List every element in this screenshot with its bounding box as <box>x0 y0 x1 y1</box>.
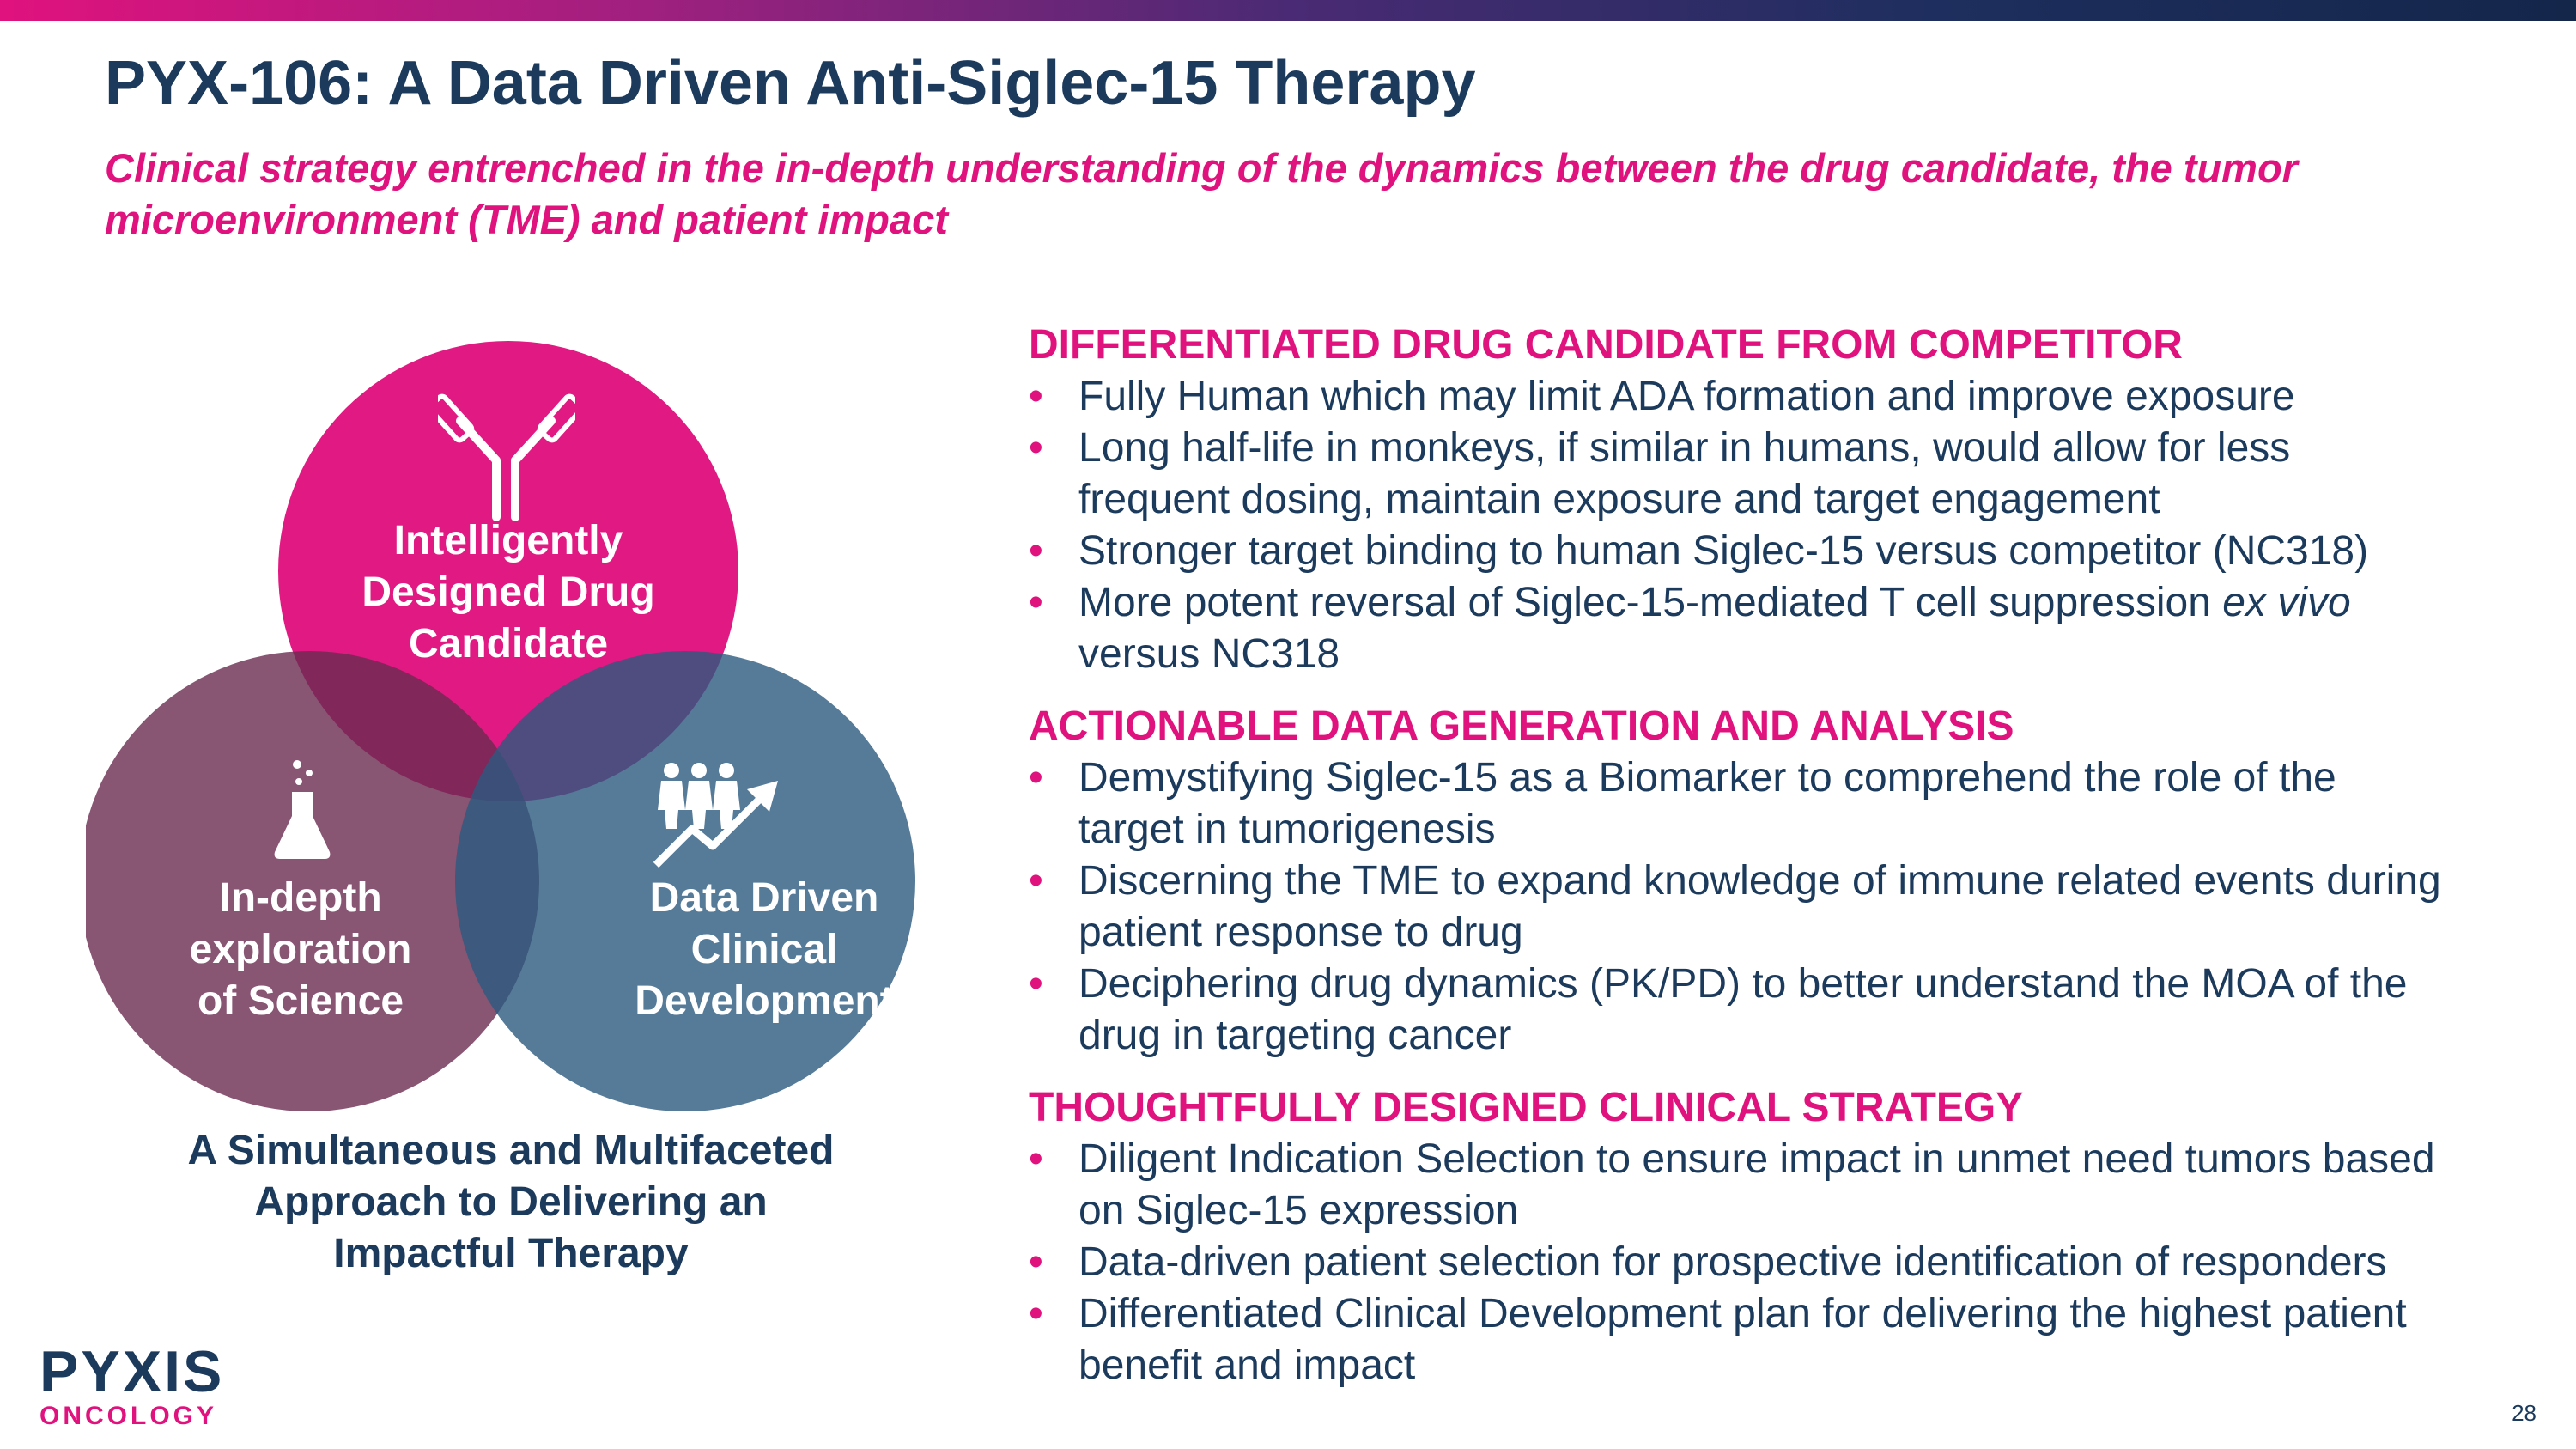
bullet-dot: • <box>1029 1291 1043 1336</box>
bullet-text: frequent dosing, maintain exposure and t… <box>1078 477 2160 522</box>
bullet-item: • Data-driven patient selection for pros… <box>1029 1237 2540 1288</box>
bullet-dot: • <box>1029 1239 1043 1285</box>
flask-icon <box>274 760 331 859</box>
venn-diagram: Intelligently Designed Drug Candidate In… <box>86 326 945 1134</box>
bullet-item: • Long half-life in monkeys, if similar … <box>1029 423 2540 526</box>
bullet-dot: • <box>1029 961 1043 1007</box>
venn-circle-right <box>455 651 915 1111</box>
section-heading: DIFFERENTIATED DRUG CANDIDATE FROM COMPE… <box>1029 322 2183 368</box>
bullet-text: Differentiated Clinical Development plan… <box>1078 1291 2407 1336</box>
venn-label-left: In-depth exploration of Science <box>189 875 412 1024</box>
pyxis-oncology-logo: PYXIS ONCOLOGY <box>39 1342 224 1431</box>
bullet-text: target in tumorigenesis <box>1078 807 1496 852</box>
bullet-text: drug in targeting cancer <box>1078 1013 1512 1058</box>
top-gradient-band <box>0 0 2576 21</box>
venn-label-top: Intelligently Designed Drug Candidate <box>361 518 655 667</box>
bullet-dot: • <box>1029 425 1043 471</box>
bullet-text: Deciphering drug dynamics (PK/PD) to bet… <box>1078 961 2408 1007</box>
bullet-dot: • <box>1029 1136 1043 1182</box>
bullet-text: More potent reversal of Siglec-15-mediat… <box>1078 580 2351 625</box>
bullet-item: • Stronger target binding to human Sigle… <box>1029 526 2540 577</box>
section-clinical-strategy: THOUGHTFULLY DESIGNED CLINICAL STRATEGY … <box>1029 1082 2540 1391</box>
bullet-text: Demystifying Siglec-15 as a Biomarker to… <box>1078 755 2336 801</box>
bullet-item: • Fully Human which may limit ADA format… <box>1029 371 2540 423</box>
bullet-text: Fully Human which may limit ADA formatio… <box>1078 374 2295 419</box>
section-heading: THOUGHTFULLY DESIGNED CLINICAL STRATEGY <box>1029 1085 2024 1130</box>
page-number: 28 <box>2512 1400 2537 1426</box>
antibody-icon <box>438 393 575 521</box>
section-actionable-data: ACTIONABLE DATA GENERATION AND ANALYSIS … <box>1029 701 2540 1062</box>
bullet-item: • More potent reversal of Siglec-15-medi… <box>1029 577 2540 680</box>
logo-subtitle: ONCOLOGY <box>39 1402 218 1430</box>
bullet-text: versus NC318 <box>1078 631 1340 677</box>
bullet-item: • Diligent Indication Selection to ensur… <box>1029 1134 2540 1237</box>
page-title: PYX-106: A Data Driven Anti-Siglec-15 Th… <box>105 49 1476 118</box>
venn-label-right: Data Driven Clinical Development <box>635 875 894 1024</box>
logo-wordmark: PYXIS <box>39 1339 225 1404</box>
bullet-text: Data-driven patient selection for prospe… <box>1078 1239 2387 1285</box>
page-subtitle: Clinical strategy entrenched in the in-d… <box>105 145 2298 242</box>
bullet-dot: • <box>1029 580 1043 625</box>
bullet-dot: • <box>1029 528 1043 574</box>
bullet-text: Stronger target binding to human Siglec-… <box>1078 528 2369 574</box>
bullet-item: • Discerning the TME to expand knowledge… <box>1029 855 2540 959</box>
bullet-item: • Differentiated Clinical Development pl… <box>1029 1288 2540 1391</box>
people-growth-icon <box>653 763 778 868</box>
section-heading: ACTIONABLE DATA GENERATION AND ANALYSIS <box>1029 703 2014 749</box>
bullet-text: benefit and impact <box>1078 1342 1416 1388</box>
bullet-item: • Deciphering drug dynamics (PK/PD) to b… <box>1029 959 2540 1062</box>
italic-term: ex vivo <box>2222 580 2351 625</box>
bullet-text: Diligent Indication Selection to ensure … <box>1078 1136 2435 1182</box>
venn-caption: A Simultaneous and Multifaceted Approach… <box>187 1128 835 1276</box>
bullet-dot: • <box>1029 374 1043 419</box>
bullet-dot: • <box>1029 858 1043 904</box>
bullet-text: on Siglec-15 expression <box>1078 1188 1519 1233</box>
bullet-text: Discerning the TME to expand knowledge o… <box>1078 858 2441 904</box>
bullet-text: patient response to drug <box>1078 910 1523 955</box>
venn-circle-left <box>86 651 539 1111</box>
bullet-item: • Demystifying Siglec-15 as a Biomarker … <box>1029 752 2540 855</box>
content-sections: DIFFERENTIATED DRUG CANDIDATE FROM COMPE… <box>1029 320 2540 1412</box>
bullet-text: Long half-life in monkeys, if similar in… <box>1078 425 2291 471</box>
section-differentiated-drug: DIFFERENTIATED DRUG CANDIDATE FROM COMPE… <box>1029 320 2540 680</box>
venn-circles <box>86 341 915 1111</box>
bullet-dot: • <box>1029 755 1043 801</box>
